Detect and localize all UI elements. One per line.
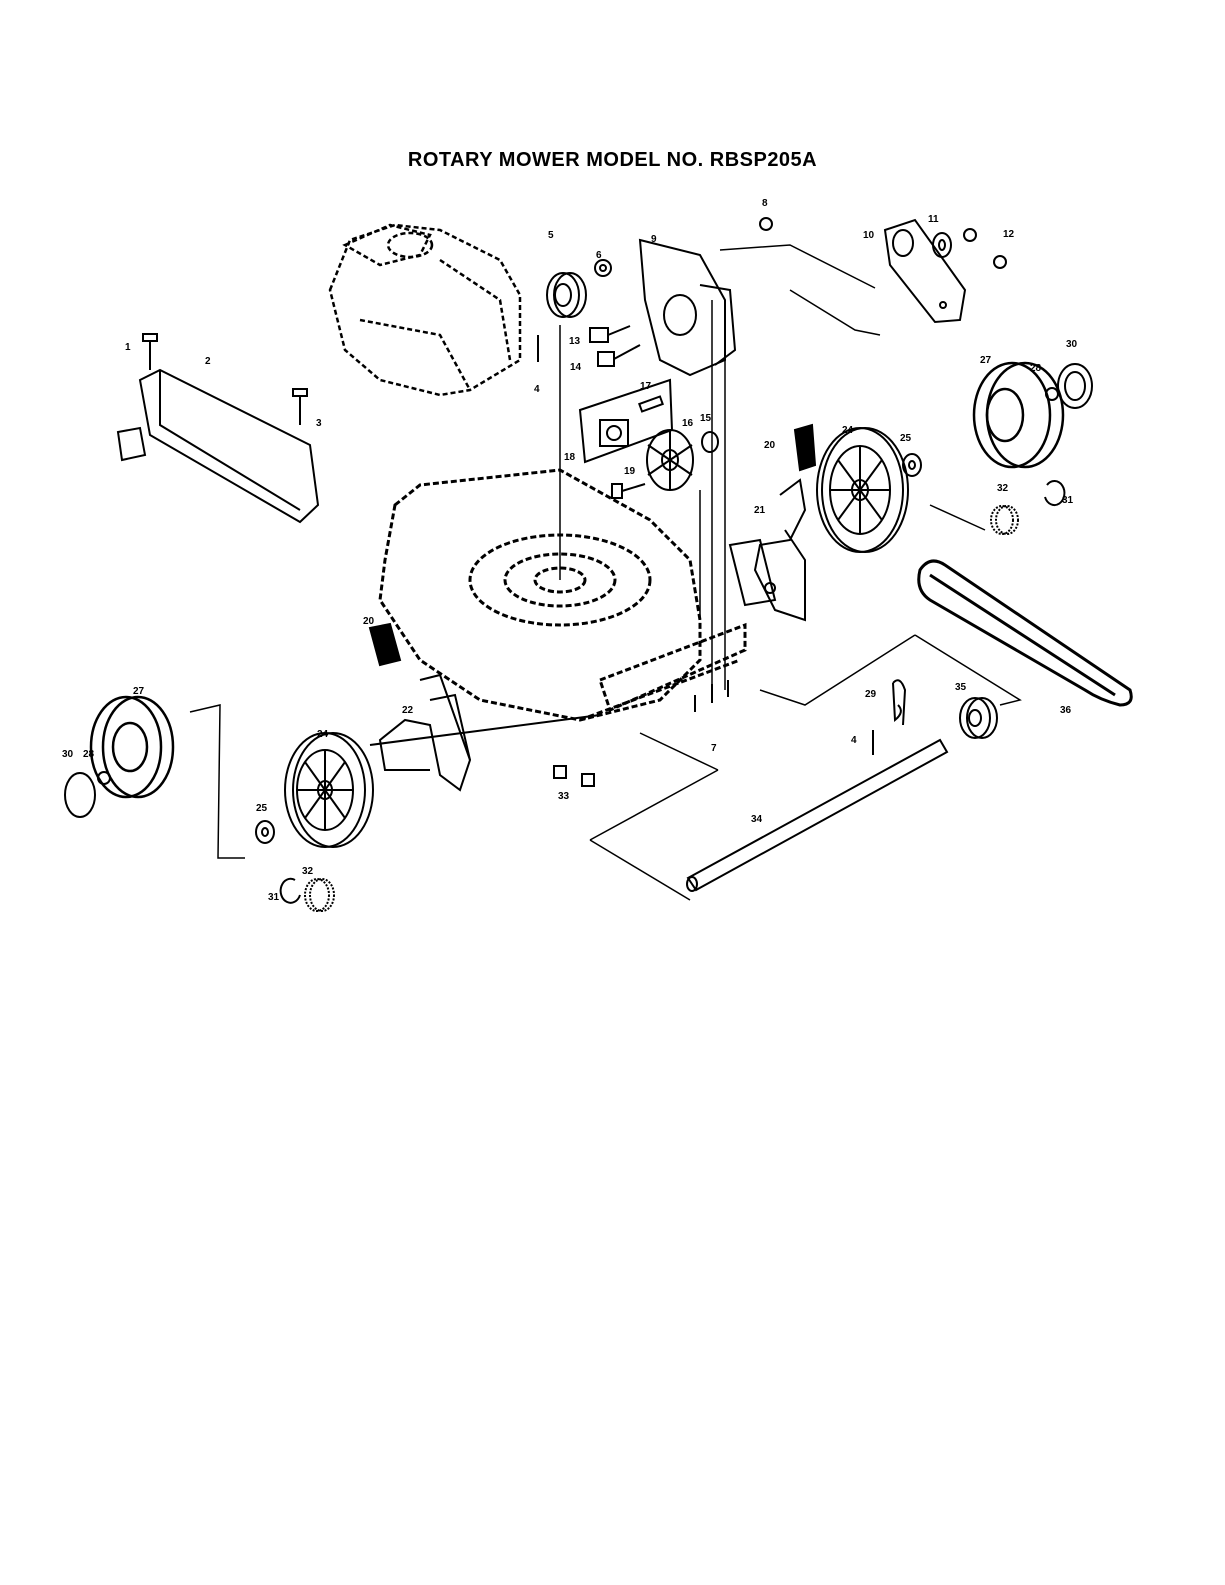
callout-17: 17	[640, 381, 652, 392]
gear-32-left	[305, 879, 334, 911]
drive-wheel-16	[647, 430, 693, 490]
callout-20a: 20	[764, 440, 776, 451]
callout-14: 14	[570, 362, 582, 373]
callout-4b: 4	[851, 735, 857, 746]
callout-32b: 32	[302, 866, 314, 877]
nut-6	[595, 260, 611, 276]
tire-27-right	[974, 363, 1063, 467]
callout-29: 29	[865, 689, 877, 700]
wheel-24-right	[817, 428, 908, 552]
callout-33: 33	[558, 791, 570, 802]
bracket-10	[885, 220, 965, 322]
height-adjuster-21	[730, 480, 805, 620]
hubcap-30-right	[1058, 364, 1092, 408]
callout-3: 3	[316, 418, 322, 429]
callout-10: 10	[863, 230, 875, 241]
callout-31a: 31	[1062, 495, 1074, 506]
bolt-13	[590, 326, 630, 342]
callout-25a: 25	[900, 433, 912, 444]
washer-25-right	[903, 454, 921, 476]
nut-12a	[964, 229, 976, 241]
engine-outline	[330, 225, 520, 395]
callout-27b: 27	[133, 686, 145, 697]
pulley-5	[547, 273, 586, 317]
dust-shield-20a	[795, 425, 815, 470]
callout-22: 22	[402, 705, 414, 716]
pin-29	[893, 680, 905, 725]
bolt-19	[612, 484, 645, 498]
callout-5: 5	[548, 230, 554, 241]
assembly-lines	[190, 245, 1020, 900]
gear-housing-18	[580, 380, 672, 462]
callout-28b: 28	[83, 749, 95, 760]
bracket-plate-9	[640, 240, 735, 375]
nut-33b	[582, 774, 594, 786]
callout-24b: 24	[317, 729, 329, 740]
callout-2: 2	[205, 356, 211, 367]
callout-31b: 31	[268, 892, 280, 903]
callout-24a: 24	[842, 425, 854, 436]
callout-13: 13	[569, 336, 581, 347]
callout-11: 11	[928, 214, 939, 225]
nut-8	[760, 218, 772, 230]
callout-20b: 20	[363, 616, 375, 627]
callout-1: 1	[125, 342, 131, 353]
callout-28a: 28	[1030, 363, 1042, 374]
dust-shield-20b	[370, 624, 400, 665]
handle-bracket	[118, 370, 318, 522]
callout-21: 21	[754, 505, 766, 516]
callout-18: 18	[564, 452, 576, 463]
callout-32a: 32	[997, 483, 1009, 494]
pulley-35	[960, 698, 997, 738]
callout-30b: 30	[62, 749, 74, 760]
callout-25b: 25	[256, 803, 268, 814]
washer-11	[933, 233, 951, 257]
callout-7: 7	[711, 743, 717, 754]
callout-9: 9	[651, 234, 657, 245]
nut-33a	[554, 766, 566, 778]
nut-12b	[994, 256, 1006, 268]
mower-deck-outline	[380, 470, 745, 720]
gear-32-right	[991, 506, 1018, 534]
tire-27-left	[91, 697, 173, 797]
callout-16: 16	[682, 418, 694, 429]
shaft-34	[687, 740, 947, 891]
callout-6: 6	[596, 250, 602, 261]
callout-34: 34	[751, 814, 763, 825]
callout-36: 36	[1060, 705, 1072, 716]
bolt-14	[598, 345, 640, 366]
washer-25-left	[256, 821, 274, 843]
washer-15	[702, 432, 718, 452]
callout-35: 35	[955, 682, 967, 693]
bolt-3	[293, 389, 307, 425]
callout-27a: 27	[980, 355, 992, 366]
bolt-1	[143, 334, 157, 370]
callout-15: 15	[700, 413, 712, 424]
callout-8: 8	[762, 198, 768, 209]
callout-30a: 30	[1066, 339, 1078, 350]
callout-4a: 4	[534, 384, 540, 395]
belt-36	[919, 561, 1132, 705]
callout-12: 12	[1003, 229, 1015, 240]
hubcap-30-left	[65, 773, 95, 817]
wheel-24-left	[285, 733, 373, 847]
callout-labels: 1 2 3 4 4 5 6 7 8 9 10 11 12 13 14 15 16…	[62, 198, 1078, 903]
clip-31-left	[281, 879, 300, 903]
height-adjuster-22	[380, 675, 470, 790]
callout-19: 19	[624, 466, 636, 477]
